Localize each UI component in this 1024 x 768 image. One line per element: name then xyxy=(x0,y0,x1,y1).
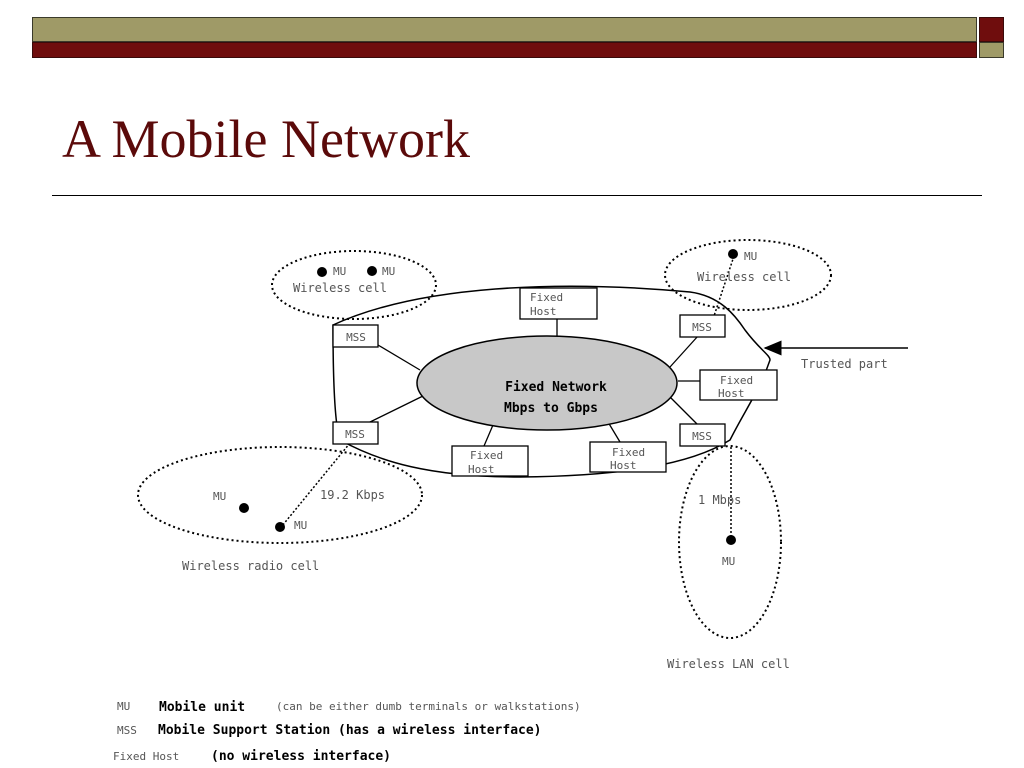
svg-text:MSS: MSS xyxy=(692,430,712,443)
svg-text:Host: Host xyxy=(468,463,495,476)
mss-box-bottom-right: MSS xyxy=(679,423,726,447)
slide-title: A Mobile Network xyxy=(62,109,470,169)
fixed-host-bottom-left: Fixed Host xyxy=(451,445,529,477)
mu-label: MU xyxy=(382,265,395,278)
wireless-lan-cell-label: Wireless LAN cell xyxy=(667,657,790,671)
header-bar-olive xyxy=(32,17,977,42)
svg-text:Host: Host xyxy=(530,305,557,318)
wireless-radio-cell xyxy=(137,446,423,544)
svg-text:Host: Host xyxy=(610,459,637,472)
svg-text:Host: Host xyxy=(718,387,745,400)
trusted-part-label: Trusted part xyxy=(801,357,888,371)
title-underline xyxy=(52,195,982,196)
mss-box-top-right: MSS xyxy=(679,314,726,338)
fixed-network-title: Fixed Network xyxy=(505,380,607,395)
wireless-lan-cell xyxy=(678,445,782,639)
trusted-boundary xyxy=(332,285,771,478)
legend-term-fixed-host: (no wireless interface) xyxy=(211,749,391,764)
legend-note-mu: (can be either dumb terminals or walksta… xyxy=(276,700,581,713)
wireless-cell-label-top-left: Wireless cell xyxy=(293,281,387,295)
legend: MU Mobile unit (can be either dumb termi… xyxy=(113,700,581,764)
legend-abbr-fixed-host: Fixed Host xyxy=(113,750,179,763)
fixed-host-right: Fixed Host xyxy=(699,369,778,401)
mu-label: MU xyxy=(744,250,757,263)
legend-term-mu: Mobile unit xyxy=(159,700,245,715)
wireless-cell-label-top-right: Wireless cell xyxy=(697,270,791,284)
wireless-link-top-right xyxy=(713,255,735,317)
mu-label: MU xyxy=(333,265,346,278)
wireless-link-radio xyxy=(281,442,351,527)
mu-label: MU xyxy=(213,490,226,503)
svg-text:MSS: MSS xyxy=(346,331,366,344)
legend-term-mss: Mobile Support Station (has a wireless i… xyxy=(158,723,542,738)
header-square-olive xyxy=(979,42,1004,58)
fixed-host-bottom-right: Fixed Host xyxy=(589,441,667,473)
wireless-cell-top-right xyxy=(664,239,832,311)
fixed-network-speed: Mbps to Gbps xyxy=(504,401,598,416)
wireless-cell-top-left xyxy=(271,250,437,320)
svg-text:MSS: MSS xyxy=(345,428,365,441)
legend-abbr-mss: MSS xyxy=(117,724,137,737)
fixed-host-top: Fixed Host xyxy=(519,287,598,320)
wireless-radio-cell-label: Wireless radio cell xyxy=(182,559,319,573)
header-square-red xyxy=(979,17,1004,42)
radio-speed-label: 19.2 Kbps xyxy=(320,488,385,502)
wired-links xyxy=(367,318,700,447)
legend-abbr-mu: MU xyxy=(117,700,130,713)
svg-text:MSS: MSS xyxy=(692,321,712,334)
mobile-unit-dots xyxy=(239,249,738,545)
lan-speed-label: 1 Mbps xyxy=(698,493,741,507)
mss-box-top-left: MSS xyxy=(332,324,379,348)
fixed-network xyxy=(416,335,678,431)
svg-text:Fixed: Fixed xyxy=(720,374,753,387)
mu-label: MU xyxy=(722,555,735,568)
svg-text:Fixed: Fixed xyxy=(530,291,563,304)
header-bar-red xyxy=(32,42,977,58)
svg-text:Fixed: Fixed xyxy=(470,449,503,462)
mu-label: MU xyxy=(294,519,307,532)
mss-box-bottom-left: MSS xyxy=(332,421,379,445)
svg-text:Fixed: Fixed xyxy=(612,446,645,459)
